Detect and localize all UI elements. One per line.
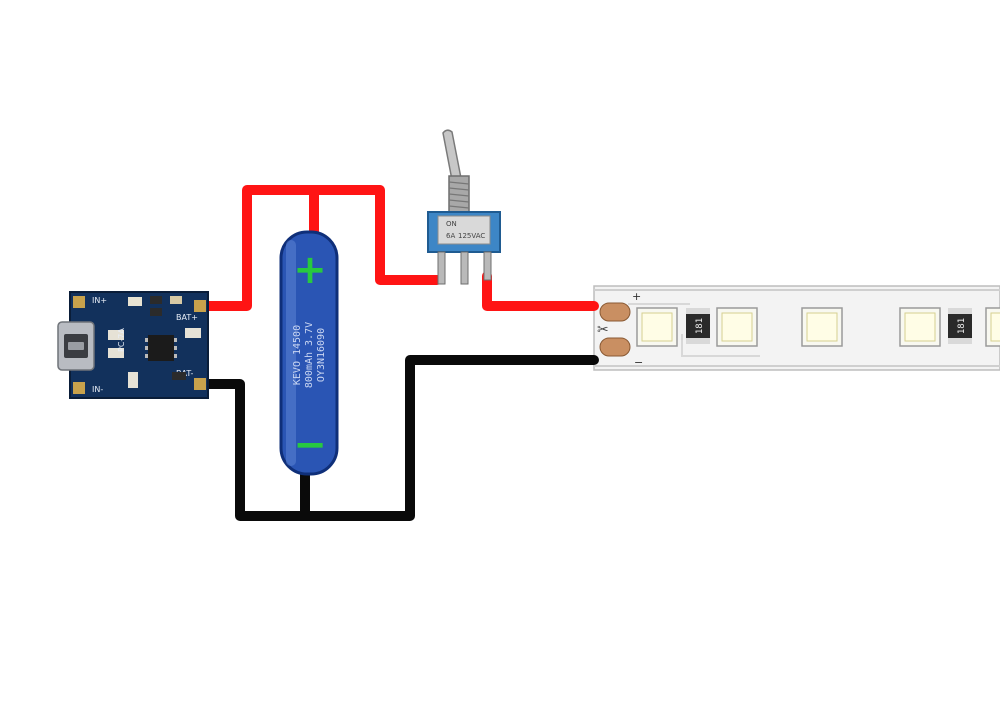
switch-terminal [437,251,446,285]
wires [201,185,599,521]
strip-negative-pad [599,337,631,357]
battery-label-line1: KEVO 14500 [292,325,303,385]
strip-positive-pad [599,302,631,322]
switch-lever [442,129,462,181]
wire-switch-to-strip [482,271,599,311]
switch-voltage-label: 125VAC [458,232,485,240]
switch-terminal [483,251,492,281]
led-chip [636,307,678,347]
strip-resistor-code: 181 [957,318,967,334]
led-chip [801,307,843,347]
scissors-icon: ✂ [597,322,609,338]
strip-resistor: 181 [686,308,710,344]
led-strip: ✂ + − 181 [593,285,1000,371]
battery-minus-sign: − [293,422,327,468]
wire-charger-bat-minus [201,355,599,521]
battery-label-line2: 800mAh 3.7V [304,322,315,388]
battery-label-line3: OY3N16090 [316,328,327,382]
strip-minus-label: − [634,356,643,369]
strip-resistor: 181 [948,308,972,344]
led-chip [899,307,941,347]
led-chip [985,307,1000,347]
charger-ic [145,335,177,361]
strip-plus-label: + [632,290,641,303]
charger-chip-label: PC-7A [117,328,126,352]
led-chip [716,307,758,347]
switch-terminal [460,251,469,285]
battery-plus-sign: + [293,247,327,293]
toggle-switch: ON 6A 125VAC [427,129,501,285]
charger-in-minus-label: IN- [92,385,103,394]
switch-on-label: ON [446,220,457,228]
switch-current-label: 6A [446,232,455,240]
charger-bat-plus-label: BAT+ [176,313,198,322]
charger-in-plus-label: IN+ [92,296,107,305]
battery-cell: + − KEVO 14500 800mAh 3.7V OY3N16090 [279,230,339,476]
strip-resistor-code: 181 [695,318,705,334]
charger-module: IN+ IN- BAT+ BAT- PC-7A [57,291,209,399]
